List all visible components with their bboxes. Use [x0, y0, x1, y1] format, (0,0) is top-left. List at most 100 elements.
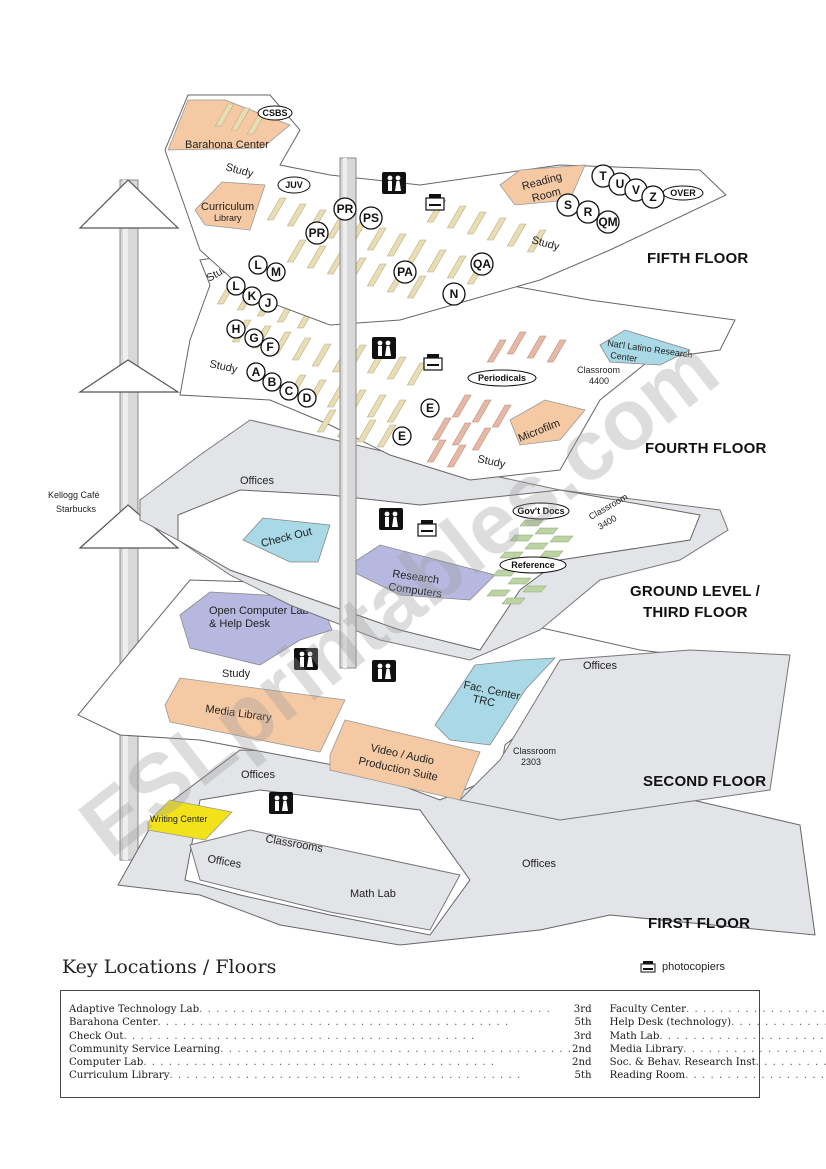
ground-floor-label-2: THIRD FLOOR	[643, 604, 748, 621]
restroom-icon	[382, 172, 406, 194]
call-number-text: V	[632, 183, 640, 197]
call-number-marker: Z	[641, 185, 665, 209]
elevator-shaft-center	[339, 157, 357, 669]
ground-offices-label: Offices	[240, 475, 275, 487]
call-number-marker: S	[556, 193, 580, 217]
legend-title: Key Locations / Floors	[62, 956, 277, 978]
fifth-floor: CSBS Barahona Center Study JUV Curriculu…	[164, 94, 748, 326]
curriculum-label-2: Library	[214, 213, 242, 223]
call-number-marker: L	[248, 255, 268, 275]
fifth-floor-label: FIFTH FLOOR	[647, 250, 748, 267]
legend-location-name: Curriculum Library	[69, 1070, 170, 1082]
call-number-marker: N	[442, 282, 466, 306]
classroom-2303-label-1: Classroom	[513, 746, 556, 756]
legend-leader-dots	[731, 1016, 826, 1029]
call-number-marker: M	[266, 262, 286, 282]
first-offices-top: Offices	[241, 769, 276, 781]
legend-location-name: Faculty Center	[609, 1004, 687, 1015]
call-number-text: K	[248, 289, 257, 303]
legend-entry: Reading Room5th	[610, 1069, 826, 1082]
legend-leader-dots	[199, 1003, 574, 1016]
ground-floor: Offices Check Out Gov't Docs Classroom 3…	[139, 419, 761, 661]
call-number-marker: C	[279, 381, 299, 401]
classroom-4400-label-2: 4400	[589, 376, 609, 386]
periodicals-label: Periodicals	[478, 373, 526, 383]
legend-leader-dots	[685, 1069, 826, 1082]
legend-column: Faculty Center2ndHelp Desk (technology)2…	[610, 1003, 826, 1083]
photocopier-icons	[417, 194, 445, 537]
photocopier-icon	[423, 354, 443, 371]
restroom-icons	[269, 172, 406, 814]
legend-leader-dots	[686, 1003, 826, 1016]
reference-label: Reference	[511, 560, 555, 570]
legend-location-name: Adaptive Technology Lab	[69, 1004, 200, 1015]
legend-entry: Adaptive Technology Lab3rd	[69, 1003, 592, 1016]
govt-docs-label: Gov't Docs	[517, 506, 564, 516]
call-number-marker: PR	[305, 221, 329, 245]
photocopiers-key: photocopiers	[640, 961, 725, 973]
writing-center-label: Writing Center	[150, 814, 207, 824]
fourth-floor-label: FOURTH FLOOR	[645, 440, 767, 457]
photocopiers-label: photocopiers	[662, 961, 725, 973]
legend-location-name: Math Lab	[609, 1030, 660, 1042]
second-study-label: Study	[222, 668, 251, 680]
juv-label: JUV	[285, 180, 303, 190]
key-locations-legend: Adaptive Technology Lab3rdBarahona Cente…	[60, 990, 760, 1098]
call-number-text: G	[249, 331, 258, 345]
call-number-text: E	[398, 429, 406, 443]
call-number-marker: E	[420, 398, 440, 418]
call-number-text: N	[450, 287, 459, 301]
legend-leader-dots	[683, 1043, 826, 1056]
call-number-marker: J	[258, 293, 278, 313]
second-floor-label: SECOND FLOOR	[643, 773, 766, 790]
legend-leader-dots	[157, 1016, 574, 1029]
first-offices-left: Offices	[206, 853, 242, 871]
legend-entry: Community Service Learning2nd	[69, 1043, 592, 1056]
legend-entry: Curriculum Library 5th	[69, 1069, 592, 1082]
legend-column: Adaptive Technology Lab3rdBarahona Cente…	[69, 1003, 592, 1083]
legend-leader-dots	[169, 1069, 574, 1082]
call-number-marker: PA	[393, 260, 417, 284]
legend-location-name: Soc. & Behav. Research Inst	[609, 1057, 756, 1069]
ground-floor-label-1: GROUND LEVEL /	[630, 583, 761, 600]
legend-floor: 5th	[574, 1070, 592, 1082]
call-number-text: QA	[473, 257, 491, 271]
legend-location-name: Media Library	[609, 1043, 684, 1055]
restroom-icon	[294, 648, 318, 670]
call-number-text: L	[254, 258, 261, 272]
legend-entry: Help Desk (technology)2nd	[610, 1016, 826, 1029]
legend-entry: Media Library2nd	[610, 1043, 826, 1056]
fourth-study-b: Study	[208, 358, 238, 376]
math-lab-label: Math Lab	[350, 888, 396, 900]
photocopier-icon	[640, 961, 656, 973]
legend-leader-dots	[220, 1043, 572, 1056]
call-number-marker: PS	[359, 206, 383, 230]
legend-location-name: Reading Room	[609, 1070, 686, 1082]
legend-location-name: Computer Lab	[69, 1057, 144, 1069]
legend-entry: Computer Lab 2nd	[69, 1056, 592, 1069]
barahona-center-label: Barahona Center	[185, 139, 269, 151]
call-number-text: B	[268, 375, 277, 389]
legend-leader-dots	[659, 1030, 826, 1043]
restroom-icon	[269, 792, 293, 814]
fourth-study-c: Study	[476, 453, 506, 471]
legend-floor: 2nd	[572, 1057, 592, 1069]
legend-entry: Barahona Center5th	[69, 1016, 592, 1029]
floor-map: Kellogg Café Starbucks Offices Writing C…	[48, 94, 816, 946]
call-number-text: F	[266, 340, 273, 354]
call-number-marker: QM	[596, 210, 620, 234]
open-lab-label-2: & Help Desk	[209, 618, 271, 630]
call-number-marker: B	[262, 372, 282, 392]
call-number-text: H	[232, 322, 241, 336]
restroom-icon	[372, 660, 396, 682]
call-number-marker: PR	[333, 197, 357, 221]
call-number-text: U	[616, 177, 625, 191]
call-number-text: Z	[649, 190, 656, 204]
legend-location-name: Barahona Center	[69, 1017, 158, 1029]
cafe-label-2: Starbucks	[56, 504, 97, 514]
restroom-icon	[372, 337, 396, 359]
first-offices-right: Offices	[522, 858, 557, 870]
call-number-text: M	[271, 265, 281, 279]
call-number-marker: E	[392, 426, 412, 446]
